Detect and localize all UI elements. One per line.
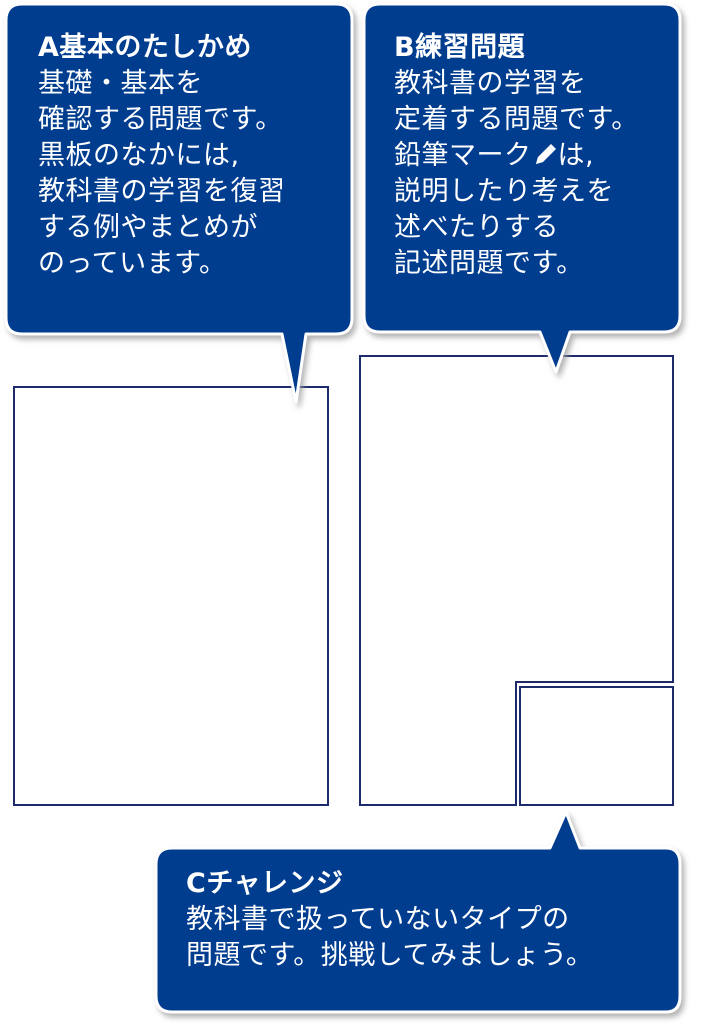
bubble-b-pencil-suffix: は, bbox=[557, 140, 595, 171]
bubble-b-line: 記述問題です。 bbox=[394, 248, 584, 279]
bubble-b-line-pencil: 鉛筆マークは, bbox=[394, 138, 639, 174]
bubble-a-line: のっています。 bbox=[38, 248, 227, 279]
pencil-icon bbox=[535, 144, 556, 164]
bubble-c-shape bbox=[154, 810, 682, 1014]
bubble-a-line: する例やまとめが bbox=[38, 212, 258, 243]
bubble-b-shape bbox=[362, 2, 682, 374]
bubble-a-text: A基本のたしかめ 基礎・基本を 確認する問題です。 黒板のなかには, 教科書の学… bbox=[38, 30, 286, 282]
bubble-c-line: 教科書で扱っていないタイプの bbox=[186, 904, 570, 935]
bubble-a-line: 基礎・基本を bbox=[38, 68, 203, 99]
bubble-a-line: 教科書の学習を復習 bbox=[38, 176, 286, 207]
bubble-b-line: 説明したり考えを bbox=[394, 176, 614, 207]
page-box-b bbox=[359, 355, 674, 806]
bubble-a-shape bbox=[4, 2, 354, 404]
bubble-b-line: 述べたりする bbox=[394, 212, 559, 243]
bubble-c-title: Cチャレンジ bbox=[186, 868, 344, 899]
bubble-b-text: B練習問題 教科書の学習を 定着する問題です。 鉛筆マークは, 説明したり考えを… bbox=[394, 30, 639, 282]
bubble-b-title: B練習問題 bbox=[394, 32, 526, 63]
bubble-b-line: 定着する問題です。 bbox=[394, 104, 639, 135]
bubble-a-title: A基本のたしかめ bbox=[38, 32, 252, 63]
bubble-c-text: Cチャレンジ 教科書で扱っていないタイプの 問題です。挑戦してみましょう。 bbox=[186, 866, 593, 974]
bubble-b-line: 教科書の学習を bbox=[394, 68, 587, 99]
page-box-c bbox=[519, 686, 674, 806]
bubble-a-line: 確認する問題です。 bbox=[38, 104, 283, 135]
bubble-b-pencil-prefix: 鉛筆マーク bbox=[394, 140, 532, 171]
bubble-a-line: 黒板のなかには, bbox=[38, 140, 240, 171]
page-box-a bbox=[13, 386, 329, 806]
bubble-c-line: 問題です。挑戦してみましょう。 bbox=[186, 940, 594, 971]
